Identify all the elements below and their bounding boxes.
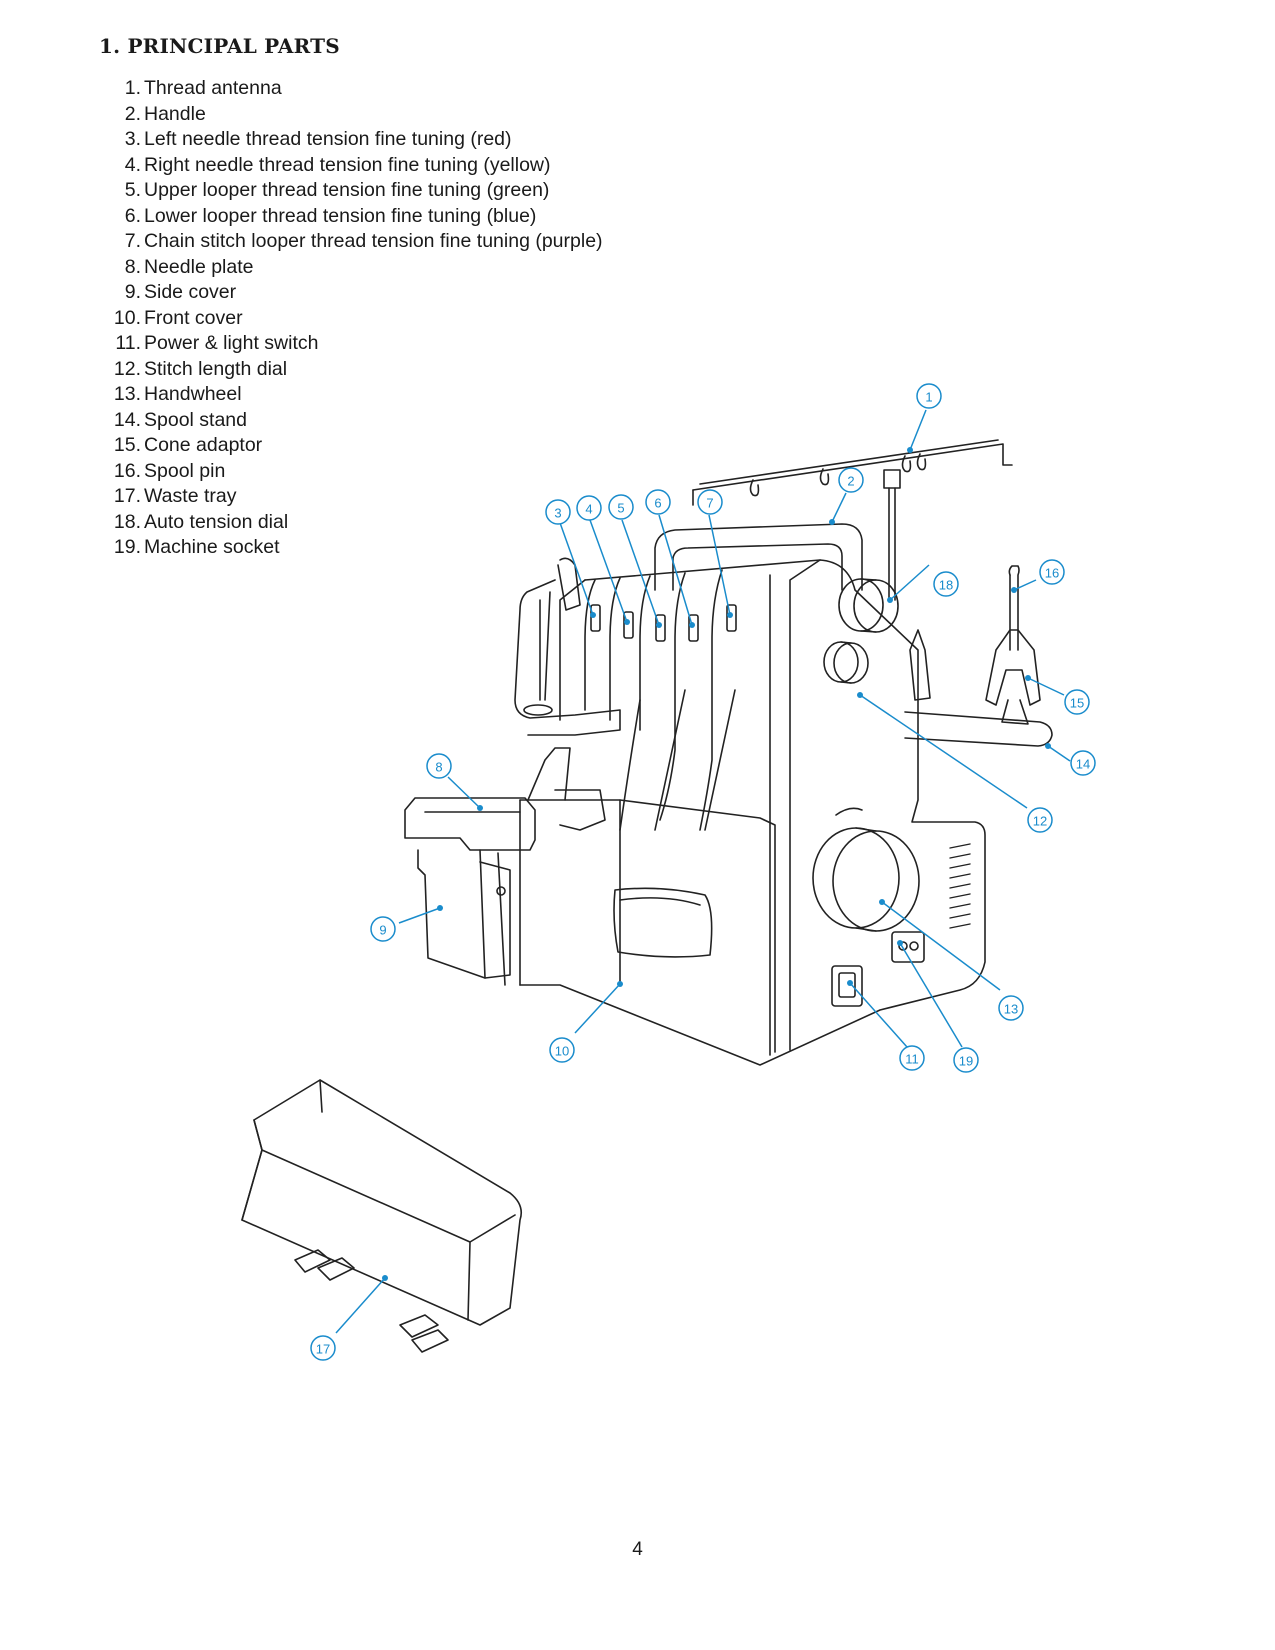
callout-5: 5 bbox=[617, 501, 624, 516]
callout-4: 4 bbox=[585, 502, 592, 517]
tension-knobs bbox=[590, 604, 737, 642]
list-item: 3.Left needle thread tension fine tuning… bbox=[112, 127, 603, 153]
list-item: 16.Spool pin bbox=[112, 459, 603, 485]
list-item: 11.Power & light switch bbox=[112, 331, 603, 357]
item-number: 3. bbox=[124, 128, 141, 150]
list-item: 17.Waste tray bbox=[112, 484, 603, 510]
item-number: 6. bbox=[124, 204, 141, 227]
power-switch bbox=[831, 965, 863, 1007]
item-label: Handwheel bbox=[144, 383, 242, 405]
item-label: Machine socket bbox=[144, 536, 280, 558]
list-item: 19.Machine socket bbox=[112, 535, 603, 561]
item-number: 2. bbox=[124, 102, 141, 125]
item-label: Right needle thread tension fine tuning … bbox=[144, 153, 551, 176]
item-number: 10. bbox=[113, 306, 141, 329]
callout-18: 18 bbox=[939, 578, 953, 593]
parts-list: 1.Thread antenna 2.Handle 3.Left needle … bbox=[112, 76, 603, 561]
item-number: 7. bbox=[124, 230, 141, 252]
item-number: 11. bbox=[115, 332, 141, 354]
auto-tension-dial bbox=[838, 578, 899, 633]
item-number: 8. bbox=[124, 255, 141, 278]
list-item: 5.Upper looper thread tension fine tunin… bbox=[112, 178, 603, 204]
callout-2: 2 bbox=[847, 474, 854, 489]
list-item: 1.Thread antenna bbox=[112, 76, 603, 102]
item-number: 17. bbox=[113, 485, 141, 507]
list-item: 2.Handle bbox=[112, 102, 603, 128]
callout-14: 14 bbox=[1076, 757, 1090, 772]
item-number: 13. bbox=[113, 383, 141, 405]
item-label: Spool stand bbox=[144, 408, 247, 431]
leader-dots bbox=[382, 447, 1051, 1281]
item-label: Power & light switch bbox=[144, 332, 319, 354]
item-number: 9. bbox=[124, 281, 141, 303]
section-title: 1. PRINCIPAL PARTS bbox=[99, 34, 340, 58]
item-number: 14. bbox=[113, 408, 141, 431]
callout-15: 15 bbox=[1070, 696, 1084, 711]
callout-11: 11 bbox=[905, 1052, 919, 1067]
item-number: 5. bbox=[124, 179, 141, 201]
spool-stand bbox=[904, 565, 1053, 747]
item-label: Left needle thread tension fine tuning (… bbox=[144, 128, 512, 150]
thread-antenna bbox=[692, 439, 1013, 601]
vent-grille bbox=[949, 843, 971, 929]
item-label: Side cover bbox=[144, 281, 237, 303]
item-label: Upper looper thread tension fine tuning … bbox=[144, 179, 550, 201]
handwheel bbox=[812, 807, 920, 932]
leader-lines bbox=[335, 409, 1071, 1334]
list-item: 4.Right needle thread tension fine tunin… bbox=[112, 153, 603, 179]
page-number: 4 bbox=[632, 1539, 643, 1560]
callout-13: 13 bbox=[1004, 1002, 1018, 1017]
stitch-length-dial bbox=[823, 641, 869, 684]
callout-19: 19 bbox=[959, 1054, 973, 1069]
list-item: 12.Stitch length dial bbox=[112, 357, 603, 383]
machine-socket bbox=[891, 931, 925, 963]
list-item: 8.Needle plate bbox=[112, 255, 603, 281]
item-label: Handle bbox=[144, 102, 206, 125]
callout-16: 16 bbox=[1045, 566, 1059, 581]
item-label: Waste tray bbox=[144, 485, 237, 507]
machine-body bbox=[519, 559, 986, 1066]
side-cover bbox=[417, 849, 511, 986]
item-number: 19. bbox=[113, 536, 141, 558]
callout-6: 6 bbox=[654, 496, 661, 511]
callout-9: 9 bbox=[379, 923, 386, 938]
item-label: Lower looper thread tension fine tuning … bbox=[144, 204, 537, 227]
list-item: 13.Handwheel bbox=[112, 382, 603, 408]
item-number: 18. bbox=[113, 510, 141, 533]
item-label: Chain stitch looper thread tension fine … bbox=[144, 230, 603, 252]
item-number: 12. bbox=[113, 357, 141, 380]
item-number: 1. bbox=[124, 77, 141, 99]
callout-17: 17 bbox=[316, 1342, 330, 1357]
callout-10: 10 bbox=[555, 1044, 569, 1059]
item-label: Needle plate bbox=[144, 255, 254, 278]
front-cover bbox=[519, 799, 776, 1053]
callout-1: 1 bbox=[925, 390, 932, 405]
callout-3: 3 bbox=[554, 506, 561, 521]
list-item: 14.Spool stand bbox=[112, 408, 603, 434]
waste-tray bbox=[241, 1079, 523, 1353]
handle bbox=[654, 523, 863, 591]
callout-12: 12 bbox=[1033, 814, 1047, 829]
list-item: 18.Auto tension dial bbox=[112, 510, 603, 536]
item-label: Cone adaptor bbox=[144, 434, 263, 456]
item-number: 16. bbox=[113, 459, 141, 482]
callout-8: 8 bbox=[435, 760, 442, 775]
item-label: Thread antenna bbox=[144, 77, 282, 99]
callout-circles bbox=[310, 383, 1096, 1361]
item-label: Front cover bbox=[144, 306, 243, 329]
list-item: 6.Lower looper thread tension fine tunin… bbox=[112, 204, 603, 230]
left-arm bbox=[514, 557, 621, 736]
list-item: 7.Chain stitch looper thread tension fin… bbox=[112, 229, 603, 255]
item-label: Auto tension dial bbox=[144, 510, 289, 533]
item-number: 4. bbox=[124, 153, 141, 176]
list-item: 10.Front cover bbox=[112, 306, 603, 332]
item-label: Stitch length dial bbox=[144, 357, 288, 380]
callout-7: 7 bbox=[706, 496, 713, 511]
list-item: 9.Side cover bbox=[112, 280, 603, 306]
list-item: 15.Cone adaptor bbox=[112, 433, 603, 459]
item-number: 15. bbox=[113, 434, 141, 456]
item-label: Spool pin bbox=[144, 459, 226, 482]
